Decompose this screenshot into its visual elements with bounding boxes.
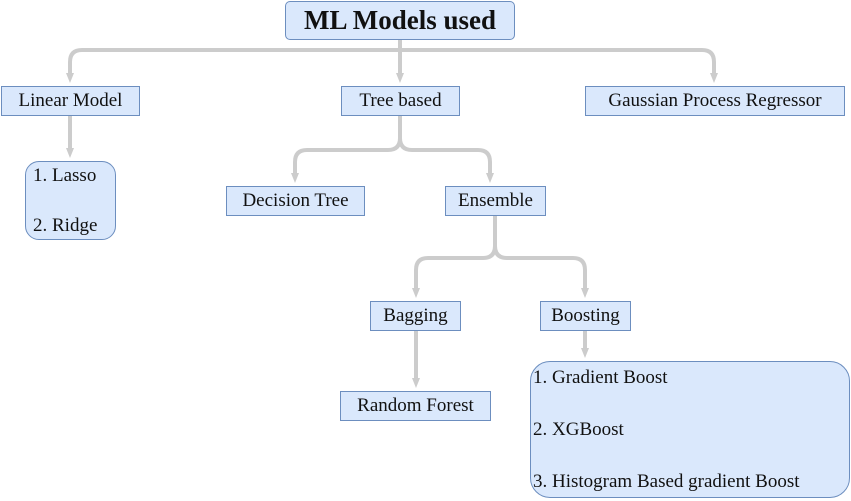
edge-root-gaussian: [400, 48, 718, 83]
edge-ensemble-boosting: [493, 245, 589, 298]
node-random-forest: Random Forest: [340, 391, 491, 421]
node-linear-model-label: Linear Model: [18, 90, 123, 111]
node-random-forest-label: Random Forest: [357, 395, 474, 416]
node-decision-tree-label: Decision Tree: [242, 190, 349, 211]
edge-root-linear: [66, 40, 402, 83]
node-bagging-label: Bagging: [383, 305, 448, 326]
edge-tree-ensemble: [398, 137, 494, 183]
node-boosting-label: Boosting: [551, 305, 620, 326]
root-title: ML Models used: [285, 1, 515, 40]
node-linear-model: Linear Model: [1, 86, 140, 116]
node-decision-tree: Decision Tree: [226, 186, 365, 216]
node-gaussian-process-label: Gaussian Process Regressor: [608, 90, 822, 111]
node-ensemble: Ensemble: [445, 186, 546, 216]
list-item: 2. Ridge: [33, 215, 98, 236]
boosting-models-list: 1. Gradient Boost 2. XGBoost 3. Histogra…: [530, 361, 850, 498]
linear-models-list: 1. Lasso 2. Ridge: [25, 161, 116, 240]
node-gaussian-process: Gaussian Process Regressor: [585, 86, 845, 116]
list-item: 1. Lasso: [33, 165, 97, 186]
node-bagging: Bagging: [370, 301, 461, 331]
list-item: 2. XGBoost: [533, 419, 624, 440]
node-tree-based-label: Tree based: [359, 90, 442, 111]
list-item: 3. Histogram Based gradient Boost: [533, 471, 800, 492]
node-ensemble-label: Ensemble: [458, 190, 533, 211]
node-tree-based: Tree based: [341, 86, 460, 116]
list-item: 1. Gradient Boost: [533, 367, 668, 388]
root-title-text: ML Models used: [303, 5, 497, 35]
node-boosting: Boosting: [540, 301, 631, 331]
edge-tree-decision: [291, 116, 402, 183]
edge-ensemble-bagging: [412, 216, 497, 298]
